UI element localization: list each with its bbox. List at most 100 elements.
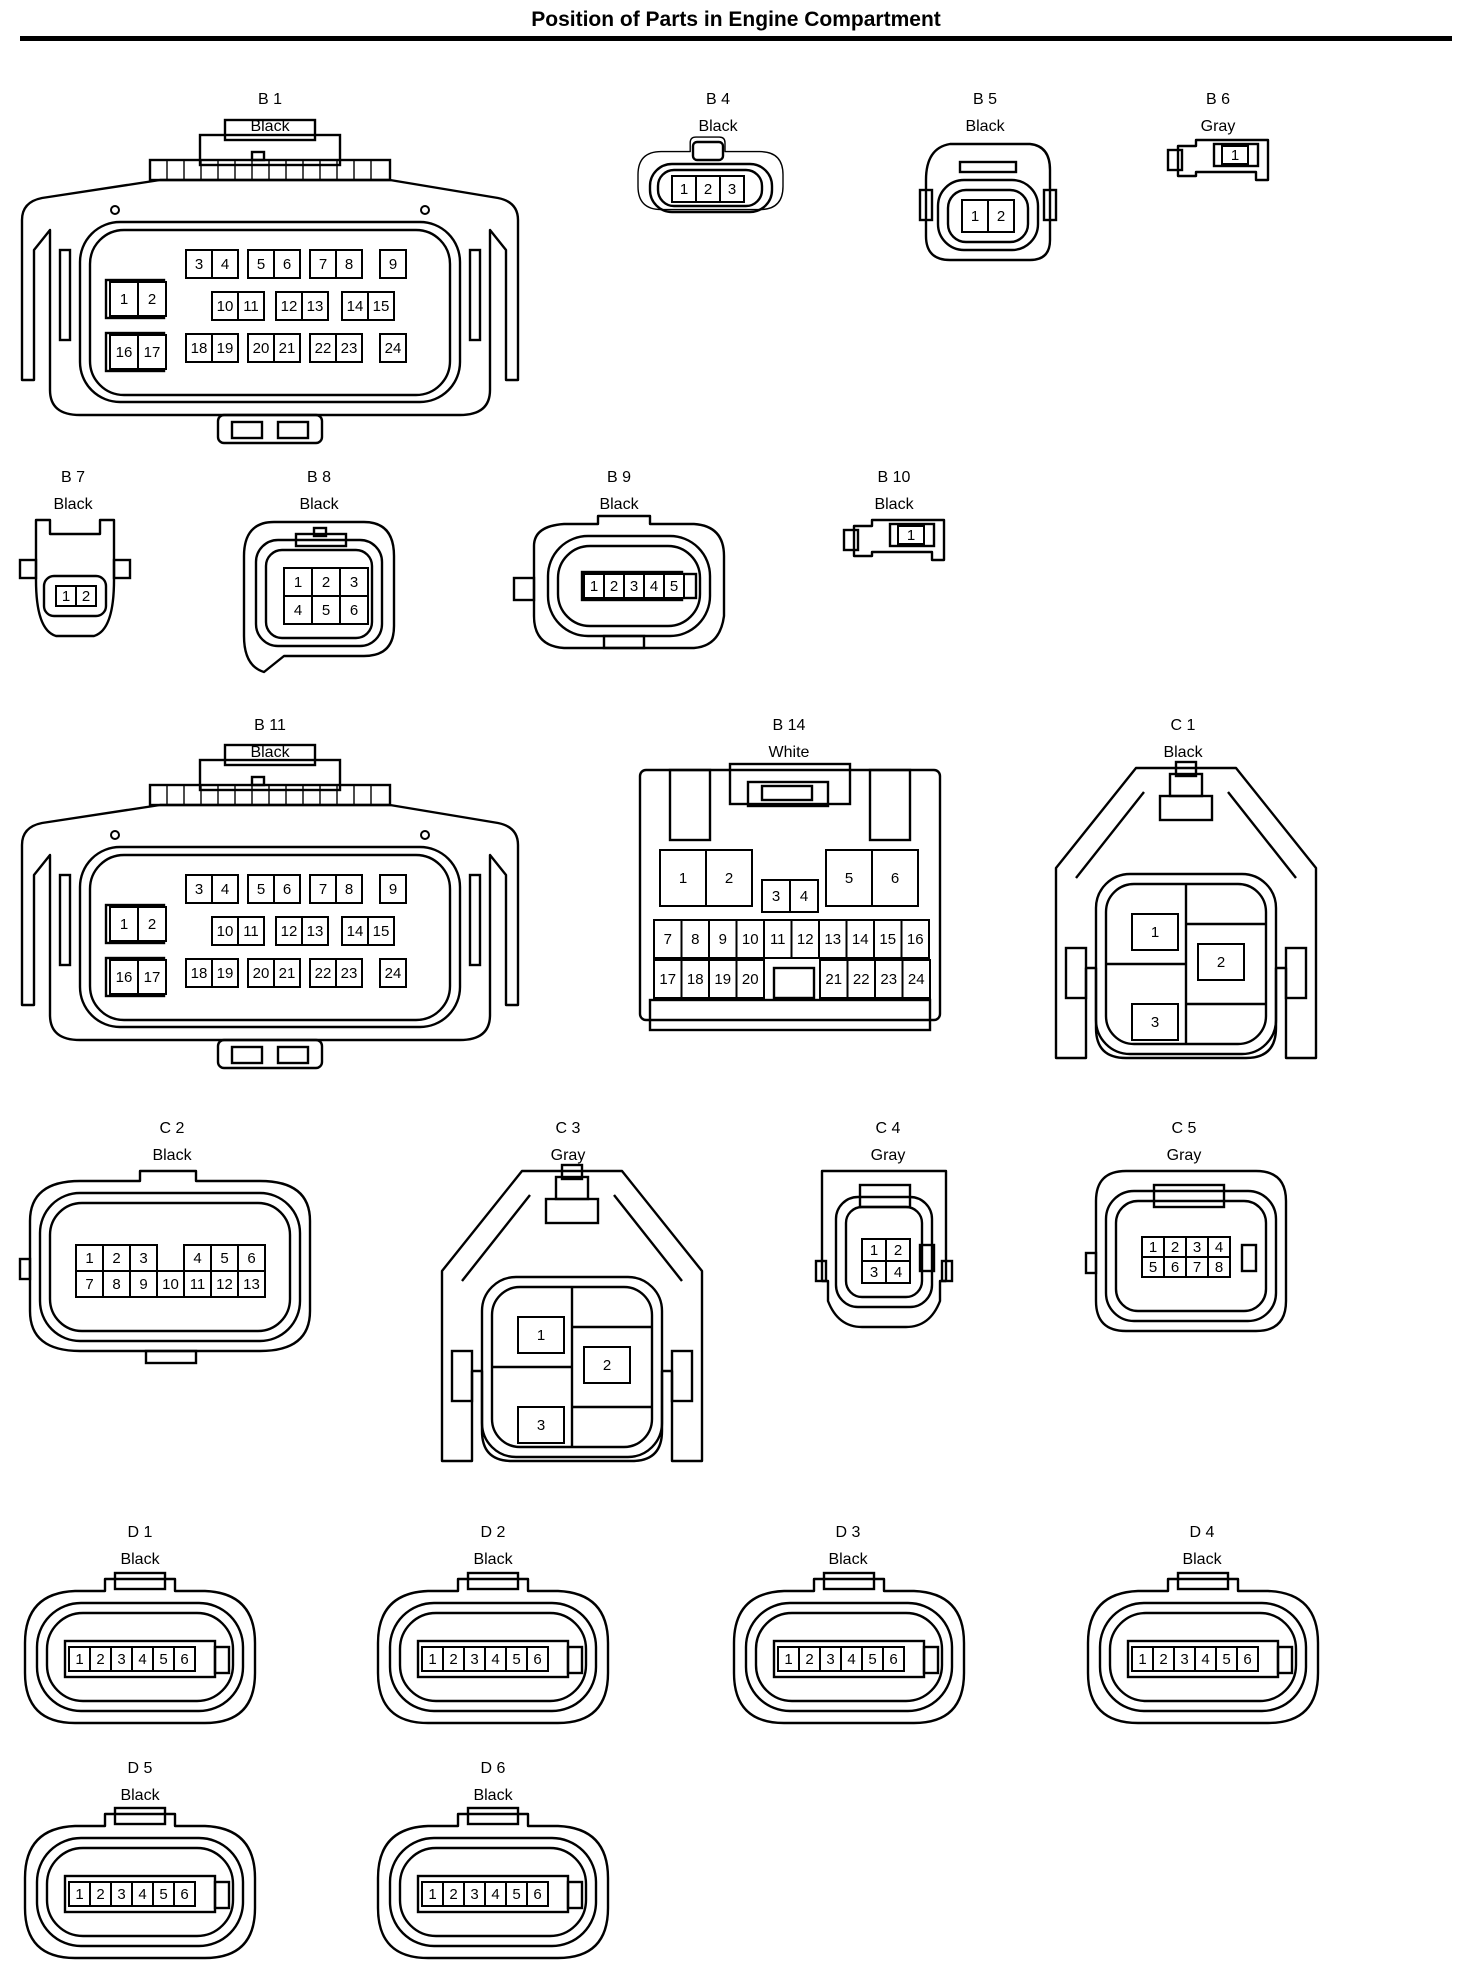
housing-outline [1166, 148, 1184, 172]
pin-cavity [874, 959, 904, 999]
pin-cavity [653, 919, 683, 959]
pin-cavity [517, 1316, 565, 1354]
pin-number: 13 [307, 298, 324, 315]
pin-cavity [335, 333, 363, 363]
housing-outline [223, 118, 317, 142]
pin-number: 2 [112, 1250, 120, 1267]
pin-number: 16 [116, 344, 133, 361]
pin-cavity [311, 567, 341, 597]
pin-cavity [211, 874, 239, 904]
pin-number: 1 [679, 870, 687, 887]
pin-cavity [900, 919, 930, 959]
housing-outline [946, 188, 1030, 244]
pin-number: 3 [350, 574, 358, 591]
pin-cavity [137, 334, 167, 370]
housing-outline [113, 1806, 167, 1826]
housing-outline [1108, 1611, 1298, 1703]
pin-number: 2 [610, 578, 618, 595]
pin-cavity [211, 958, 239, 988]
pin-number: 2 [603, 1357, 611, 1374]
pin-number: 2 [1159, 1651, 1167, 1668]
connector-color: Black [473, 1551, 513, 1568]
housing-outline [656, 168, 764, 208]
pin-number: 12 [797, 931, 814, 948]
housing-outline [198, 758, 342, 792]
connector-id: B 14 [773, 717, 806, 734]
housing-outline [532, 514, 726, 650]
pin-number: 7 [1193, 1259, 1201, 1276]
pin-cavity [897, 525, 925, 545]
pin-cavity [335, 874, 363, 904]
pin-cavity [173, 1646, 196, 1672]
pin-cavity [237, 1270, 266, 1298]
pin-cavity [273, 333, 301, 363]
housing-outline [20, 178, 520, 417]
pin-cavity [211, 249, 239, 279]
connector-color: Gray [551, 1147, 586, 1164]
housing-outline [602, 634, 646, 650]
housing-outline [45, 1846, 235, 1938]
pin-cavity [1221, 145, 1249, 165]
connector-id: D 1 [128, 1524, 153, 1541]
pin-cavity [247, 333, 275, 363]
housing-outline [728, 762, 852, 806]
pin-number: 21 [825, 971, 842, 988]
housing-outline [416, 1874, 570, 1914]
pin-cavity [379, 249, 407, 279]
connector-body: 1 [1166, 138, 1270, 182]
housing-outline [398, 1846, 588, 1938]
pin-cavity [185, 249, 213, 279]
pin-cavity [75, 1270, 104, 1298]
pin-cavity [301, 916, 329, 946]
housing-outline [398, 1611, 588, 1703]
pin-number: 3 [537, 1417, 545, 1434]
pin-number: 18 [687, 971, 704, 988]
connector-color: Black [698, 118, 738, 135]
housing-outline [1284, 946, 1308, 1000]
pin-number: 14 [852, 931, 869, 948]
pin-cavity [211, 916, 239, 946]
housing-outline [648, 998, 932, 1032]
pin-number: 2 [725, 870, 733, 887]
housing-outline [213, 1880, 231, 1910]
pin-cavity [367, 916, 395, 946]
pin-cavity [75, 585, 97, 607]
pin-number: 2 [704, 181, 712, 198]
housing-outline [772, 966, 816, 1000]
housing-outline [670, 1349, 694, 1403]
pin-number: 4 [894, 1264, 902, 1281]
pin-cavity [517, 1406, 565, 1444]
pin-number: 4 [847, 1651, 855, 1668]
connector-body: 123 [440, 1163, 704, 1463]
pin-number: 3 [1151, 1014, 1159, 1031]
pin-number: 12 [281, 923, 298, 940]
pin-cavity [871, 849, 919, 907]
pin-number: 24 [385, 965, 402, 982]
pin-number: 1 [120, 916, 128, 933]
pin-number: 3 [1193, 1239, 1201, 1256]
housing-outline [566, 1880, 584, 1910]
pin-number: 1 [870, 1242, 878, 1259]
pin-number: 3 [470, 1886, 478, 1903]
pin-number: 9 [389, 881, 397, 898]
housing-outline [668, 768, 712, 842]
connector-id: B 10 [878, 469, 911, 486]
housing-outline [18, 1257, 32, 1281]
pin-number: 5 [845, 870, 853, 887]
pin-number: 15 [373, 923, 390, 940]
pin-number: 1 [75, 1886, 83, 1903]
connector-id: B 8 [307, 469, 331, 486]
pin-cavity [367, 291, 395, 321]
connector-color: Black [250, 118, 290, 135]
pin-number: 9 [139, 1276, 147, 1293]
